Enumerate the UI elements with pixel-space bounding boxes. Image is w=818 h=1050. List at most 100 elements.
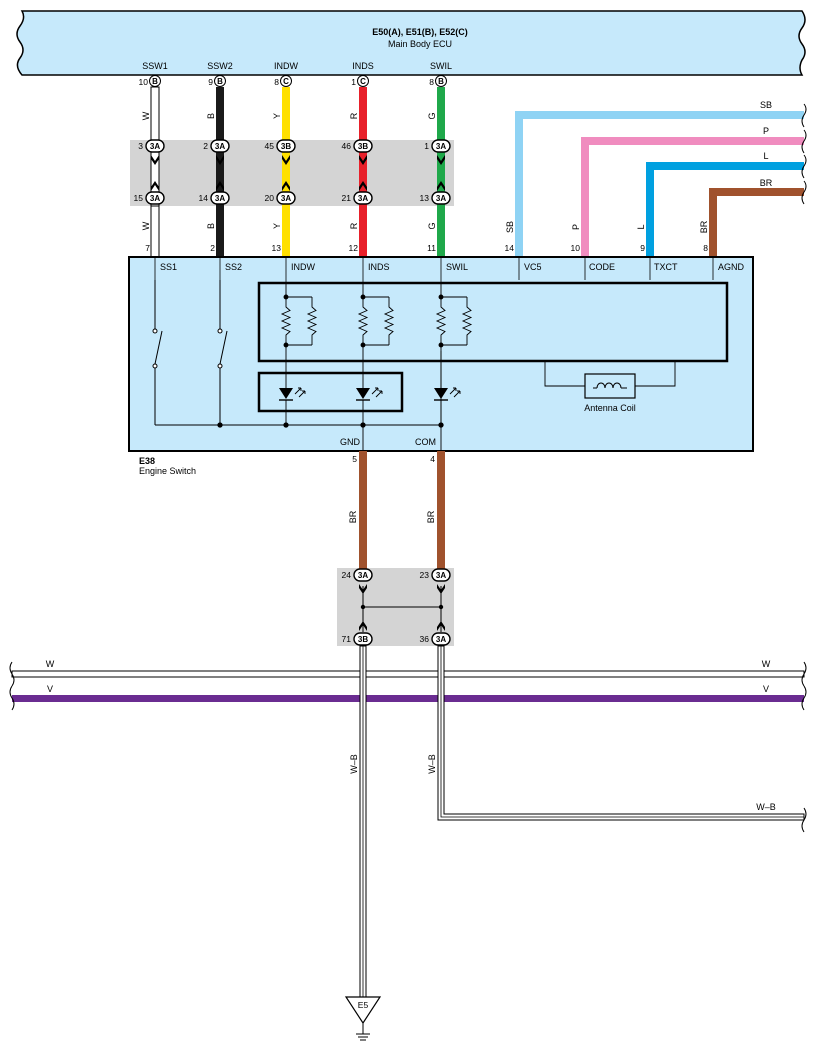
switch-pin-number: 7	[145, 243, 150, 253]
wire-color-label: W	[141, 221, 151, 230]
resistor-module-box	[257, 281, 729, 363]
junction-pin-lower: 3A 15	[134, 191, 165, 205]
wire-color-label: L	[636, 224, 646, 229]
switch-pin-number: 12	[349, 243, 359, 253]
connector-id: 3A	[436, 635, 446, 644]
offpage-breaks-right	[801, 103, 807, 205]
wire-color-label: W	[141, 111, 151, 120]
terminal-swil: SWIL	[446, 262, 468, 272]
connector-id: 3A	[150, 194, 160, 203]
junction-pin-upper: 3A 24	[342, 568, 373, 582]
ecu-pin-conn: B	[438, 77, 444, 86]
engine-switch-name: Engine Switch	[139, 466, 196, 476]
wire-l-offpage	[646, 162, 804, 257]
terminal-inds: INDS	[368, 262, 390, 272]
led-icon	[279, 361, 306, 425]
antenna-coil: Antenna Coil	[544, 361, 676, 413]
wire-color-label: Y	[272, 223, 282, 229]
internal-ground-bus	[155, 351, 444, 451]
offpage-label: P	[763, 126, 769, 136]
bus-breaks	[9, 661, 807, 711]
switch-pin-number: 5	[352, 454, 357, 464]
switch-pin-number: 8	[703, 243, 708, 253]
bus-wire-w	[11, 670, 805, 678]
wire-wb-offpage	[437, 645, 807, 833]
ecu-pin-conn: B	[217, 77, 223, 86]
engine-switch-terminal-labels: SS1 SS2 INDW INDS SWIL VC5 CODE TXCT AGN…	[160, 262, 745, 272]
connector-id: 3A	[358, 194, 368, 203]
offpage-labels-right: SB P L BR	[760, 100, 773, 188]
connector-id: 3A	[215, 142, 225, 151]
ss1-switch	[152, 280, 163, 425]
resistor-network	[280, 283, 473, 361]
wire-p-offpage	[581, 137, 804, 257]
arrow-icon	[437, 155, 445, 165]
pin-number: 71	[342, 634, 352, 644]
wire-br-offpage	[709, 188, 804, 257]
ecu-pin-number: 10	[139, 77, 149, 87]
wire-color-label: P	[571, 224, 581, 230]
wire-color-label: G	[427, 222, 437, 229]
arrow-icon	[151, 181, 159, 191]
wire-br-com	[437, 451, 445, 568]
wire-color-labels-upper: W B Y R G	[141, 111, 437, 120]
wire-color-labels-lower: W B Y R G	[141, 221, 437, 230]
terminal-com: COM	[415, 437, 436, 447]
ecu-pin-label: SWIL	[430, 61, 452, 71]
pin-number: 24	[342, 570, 352, 580]
pin-number: 23	[420, 570, 430, 580]
ecu-pin-conn: B	[152, 77, 158, 86]
wire-color-label: SB	[505, 221, 515, 233]
ecu-pin-number: 8	[429, 77, 434, 87]
offpage-label: SB	[760, 100, 772, 110]
ecu-pin-number: 9	[208, 77, 213, 87]
arrow-icon	[437, 181, 445, 191]
connector-id: 3A	[436, 194, 446, 203]
terminal-ss2: SS2	[225, 262, 242, 272]
terminal-ss1: SS1	[160, 262, 177, 272]
pin-number: 15	[134, 193, 144, 203]
switch-pin-number: 11	[427, 243, 436, 253]
ecu-pin-conn: C	[283, 77, 289, 86]
arrow-icon	[216, 181, 224, 191]
wire-color-label: B	[206, 113, 216, 119]
switch-pin-number: 14	[505, 243, 515, 253]
antenna-coil-label: Antenna Coil	[584, 403, 636, 413]
resistor-pair	[357, 283, 395, 361]
ecu-pin-indw: INDW	[274, 61, 298, 71]
arrow-icon	[359, 621, 367, 631]
connector-id: 3A	[358, 571, 368, 580]
ecu-pin-inds: INDS	[352, 61, 374, 71]
connector-id: 3B	[281, 142, 291, 151]
terminal-indw: INDW	[291, 262, 315, 272]
wire-color-label: BR	[348, 510, 358, 523]
pin-number: 2	[203, 141, 208, 151]
led-indicators	[279, 361, 461, 425]
arrow-icon	[437, 584, 445, 594]
ecu-pin-label: SSW1	[142, 61, 168, 71]
switch-pin-number: 13	[272, 243, 282, 253]
ecu-name: Main Body ECU	[388, 39, 452, 49]
ecu-pin-number: 8	[274, 77, 279, 87]
arrow-icon	[282, 181, 290, 191]
ecu-pin-swil: SWIL	[430, 61, 452, 71]
switch-pin-number: 4	[430, 454, 435, 464]
bus-label-v-right: V	[763, 684, 769, 694]
junction-pin-upper: 3A3	[138, 139, 165, 153]
terminal-vc5: VC5	[524, 262, 542, 272]
bus-label-v-left: V	[47, 684, 53, 694]
pin-number: 1	[424, 141, 429, 151]
ecu-pin-label: SSW2	[207, 61, 233, 71]
ground-label: E5	[358, 1000, 369, 1010]
